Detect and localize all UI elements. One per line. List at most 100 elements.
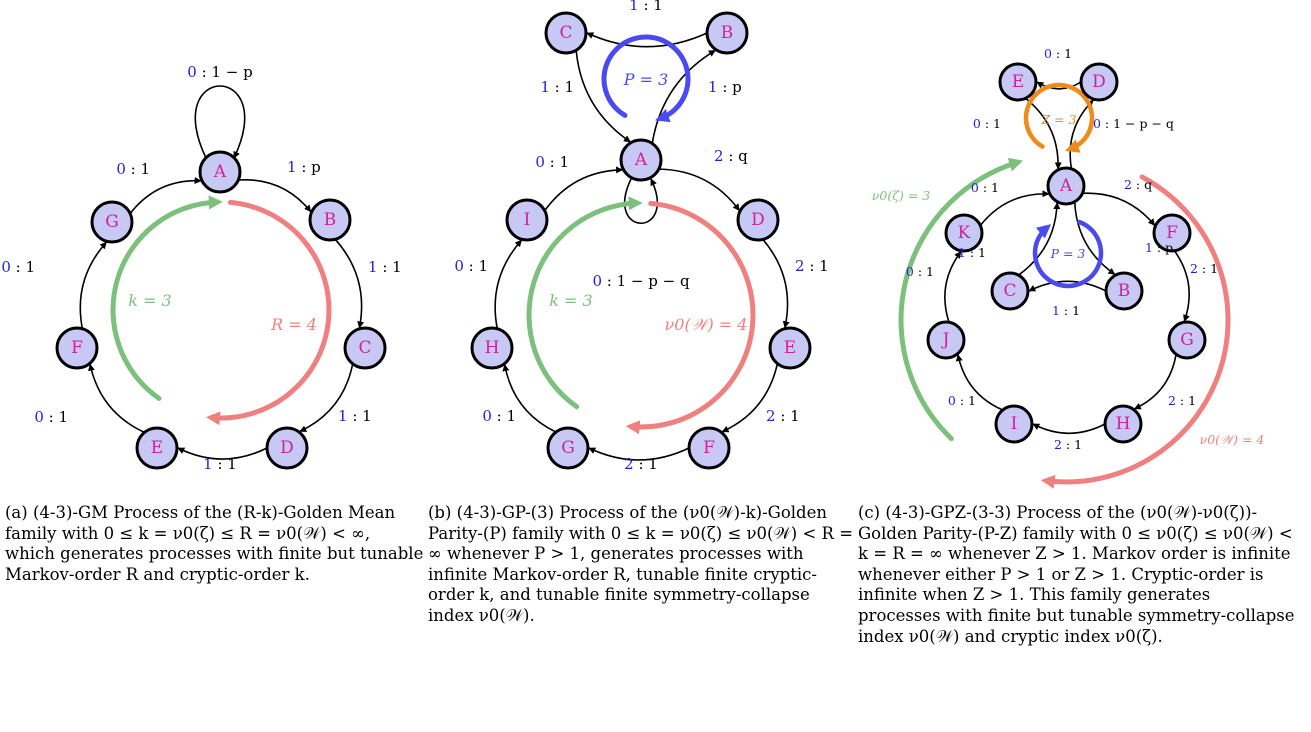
state-node-c-h: H (1103, 404, 1143, 444)
state-node-a-g: G (90, 200, 134, 244)
edge-c-a-to-f (1082, 192, 1156, 226)
state-node-b-i: I (505, 198, 549, 242)
svg-text:H: H (485, 338, 500, 358)
edge-label-b-c-a: 1 : 1 (540, 78, 574, 96)
svg-text:I: I (524, 210, 531, 230)
edge-b-a-to-b (651, 49, 716, 144)
edge-label-b-a-a: 0 : 1 − p − q (592, 272, 689, 290)
annotation-arc-c-z (1023, 82, 1095, 153)
edge-label-c-i-j: 0 : 1 (948, 393, 976, 408)
edge-label-a-c-d: 1 : 1 (338, 407, 372, 425)
edge-label-c-j-k: 0 : 1 (906, 264, 934, 279)
state-diagrams: k = 3R = 4P = 3k = 3ν0(𝒲) = 4Z = 3P = 3ν… (1, 0, 1265, 489)
edge-label-c-a-d: 0 : 1 − p − q (1093, 116, 1174, 131)
edge-label-c-a-b: 1 : p (1145, 240, 1173, 255)
svg-text:G: G (105, 212, 119, 232)
annotation-label-b-w: ν0(𝒲) = 4 (665, 315, 748, 334)
edge-b-c-to-a (575, 50, 631, 143)
state-node-a-a: A (198, 150, 242, 194)
state-node-a-e: E (135, 426, 179, 470)
svg-text:H: H (1116, 414, 1131, 434)
svg-text:D: D (1092, 72, 1106, 92)
annotation-arc-c-p (1032, 219, 1104, 289)
edge-b-d-to-e (762, 238, 790, 329)
svg-text:G: G (1180, 330, 1194, 350)
annotation-arc-a-r (206, 199, 332, 426)
svg-text:E: E (784, 338, 796, 358)
svg-text:C: C (358, 338, 371, 358)
annotation-label-c-zeta: ν0(ζ) = 3 (872, 188, 931, 203)
annotation-arc-c-w (1040, 174, 1231, 489)
edge-label-a-f-g: 0 : 1 (1, 258, 35, 276)
svg-text:F: F (703, 438, 715, 458)
edge-c-b-to-c (1028, 280, 1107, 292)
svg-text:F: F (71, 338, 83, 358)
edge-label-b-h-i: 0 : 1 (454, 257, 488, 275)
svg-text:A: A (634, 150, 648, 170)
edge-label-b-a-b: 1 : p (708, 78, 742, 96)
edge-a-f-to-g (79, 241, 107, 329)
edge-label-b-i-a: 0 : 1 (535, 153, 569, 171)
edge-b-h-to-i (494, 239, 523, 329)
edge-label-a-b-c: 1 : 1 (368, 258, 402, 276)
state-node-c-a: A (1046, 166, 1086, 206)
edge-label-a-a-a: 0 : 1 − p (187, 63, 252, 81)
edge-b-f-to-g (588, 447, 690, 461)
state-node-c-f: F (1152, 213, 1192, 253)
edge-c-g-to-h (1133, 354, 1177, 410)
annotation-label-a-r: R = 4 (270, 315, 317, 334)
annotation-label-c-p: P = 3 (1050, 246, 1086, 261)
edge-a-e-to-f (88, 363, 145, 434)
edge-label-c-h-i: 2 : 1 (1054, 437, 1082, 452)
annotation-arc-b-p (601, 34, 691, 123)
state-node-a-c: C (343, 326, 387, 370)
state-node-b-c: C (544, 11, 588, 55)
edge-b-a-to-d (658, 168, 740, 211)
svg-text:B: B (324, 210, 337, 230)
edge-label-b-g-h: 0 : 1 (482, 407, 516, 425)
state-node-b-f: F (687, 426, 731, 470)
edge-label-c-g-h: 2 : 1 (1168, 393, 1196, 408)
state-node-c-b: B (1104, 271, 1144, 311)
edge-c-j-to-k (944, 251, 962, 323)
edge-b-b-to-c (586, 32, 708, 48)
edge-b-g-to-h (502, 364, 557, 433)
edge-a-d-to-e (177, 447, 268, 460)
annotation-label-a-k: k = 3 (128, 291, 171, 310)
edge-c-h-to-i (1032, 423, 1106, 434)
svg-text:G: G (561, 438, 575, 458)
svg-text:D: D (751, 210, 765, 230)
edge-label-c-f-g: 2 : 1 (1190, 261, 1218, 276)
state-node-c-i: I (994, 404, 1034, 444)
edge-c-e-to-a (1025, 97, 1062, 170)
svg-text:E: E (1012, 72, 1024, 92)
edge-b-e-to-f (721, 363, 779, 433)
state-node-b-a: A (619, 138, 663, 182)
caption-panel-b: (b) (4-3)-GP-(3) Process of the (ν0(𝒲)-k… (428, 503, 854, 625)
annotation-label-c-w: ν0(𝒲) = 4 (1200, 432, 1265, 447)
svg-text:C: C (559, 23, 572, 43)
edge-label-b-d-e: 2 : 1 (795, 257, 829, 275)
svg-text:J: J (941, 330, 950, 350)
annotation-arc-b-w (625, 200, 756, 435)
annotation-label-c-z: Z = 3 (1040, 112, 1076, 127)
state-node-c-c: C (990, 271, 1030, 311)
state-node-c-k: K (944, 213, 984, 253)
annotation-arc-a-k (110, 195, 223, 401)
annotation-label-b-p: P = 3 (623, 70, 669, 89)
svg-text:A: A (1059, 176, 1073, 196)
edge-label-c-k-a: 0 : 1 (971, 180, 999, 195)
annotation-arc-c-zeta (898, 157, 1024, 442)
edge-a-a-to-a (194, 85, 246, 159)
svg-text:D: D (280, 438, 294, 458)
state-node-b-g: G (546, 426, 590, 470)
edge-a-g-to-a (129, 177, 202, 215)
svg-text:A: A (213, 162, 227, 182)
edge-label-a-a-b: 1 : p (287, 158, 321, 176)
state-node-b-d: D (736, 198, 780, 242)
edge-label-c-c-a: 1 : 1 (958, 245, 986, 260)
edge-label-b-e-f: 2 : 1 (766, 407, 800, 425)
state-node-c-j: J (926, 320, 966, 360)
edge-label-b-f-g: 2 : 1 (624, 455, 658, 473)
state-node-a-f: F (55, 326, 99, 370)
